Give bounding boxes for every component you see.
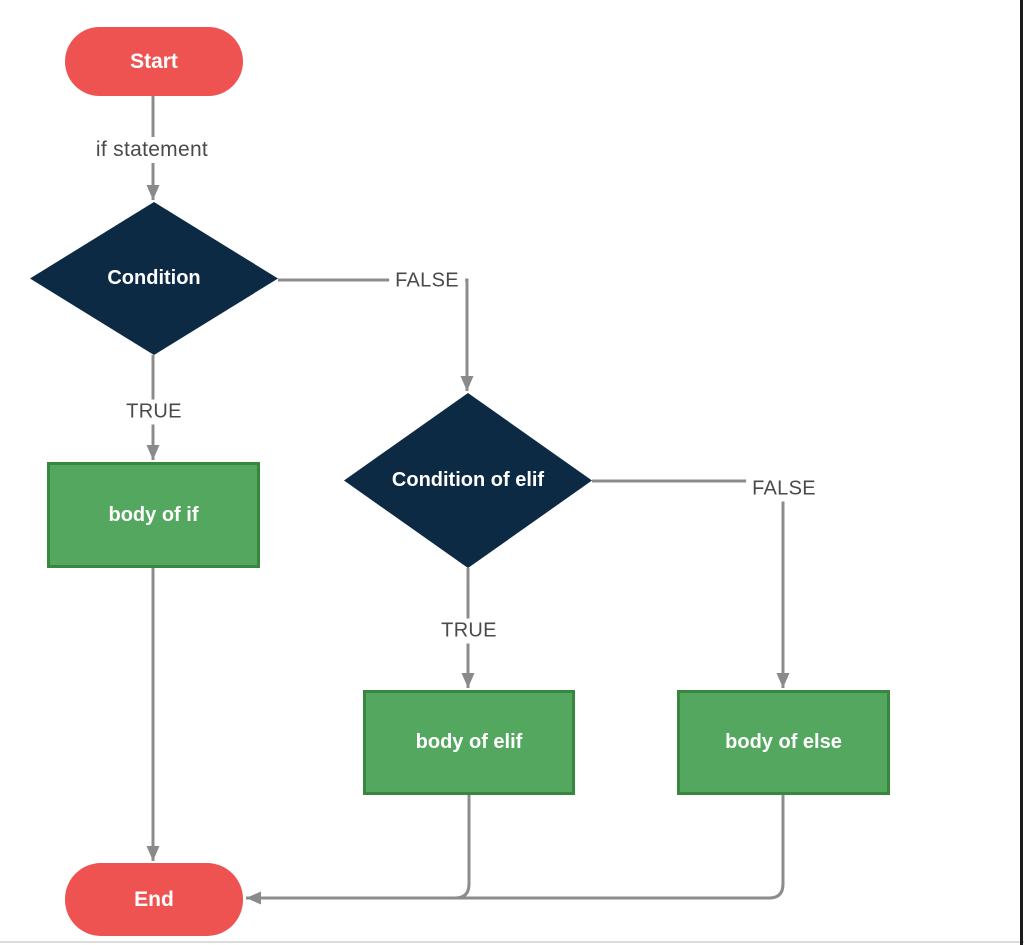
edge-label-condition-true: TRUE bbox=[120, 399, 188, 425]
edge-label-if-statement: if statement bbox=[89, 137, 215, 163]
node-body-of-elif: body of elif bbox=[363, 690, 575, 795]
node-start: Start bbox=[65, 27, 243, 96]
edge-label-elif-false: FALSE bbox=[746, 476, 822, 502]
edge-condition-false bbox=[278, 278, 474, 391]
node-body-of-if: body of if bbox=[47, 462, 260, 568]
edge-elif-false bbox=[592, 479, 790, 688]
node-end: End bbox=[65, 863, 243, 936]
edge-label-elif-true: TRUE bbox=[435, 618, 503, 644]
frame-bottom-line bbox=[0, 941, 1024, 943]
edge-label-condition-false: FALSE bbox=[389, 268, 465, 294]
node-body-of-else-label: body of else bbox=[725, 731, 842, 753]
frame-right-border bbox=[1020, 0, 1023, 945]
edge-bodyelif-to-merge bbox=[265, 795, 471, 900]
node-end-label: End bbox=[134, 887, 174, 911]
node-condition-elif-label: Condition of elif bbox=[391, 469, 545, 491]
edge-bodyelse-to-end bbox=[246, 795, 785, 905]
node-body-of-elif-label: body of elif bbox=[415, 731, 523, 753]
node-condition-if-label: Condition bbox=[107, 267, 201, 289]
node-start-label: Start bbox=[130, 49, 178, 73]
node-body-of-if-label: body of if bbox=[108, 503, 199, 526]
node-body-of-else: body of else bbox=[677, 690, 890, 795]
